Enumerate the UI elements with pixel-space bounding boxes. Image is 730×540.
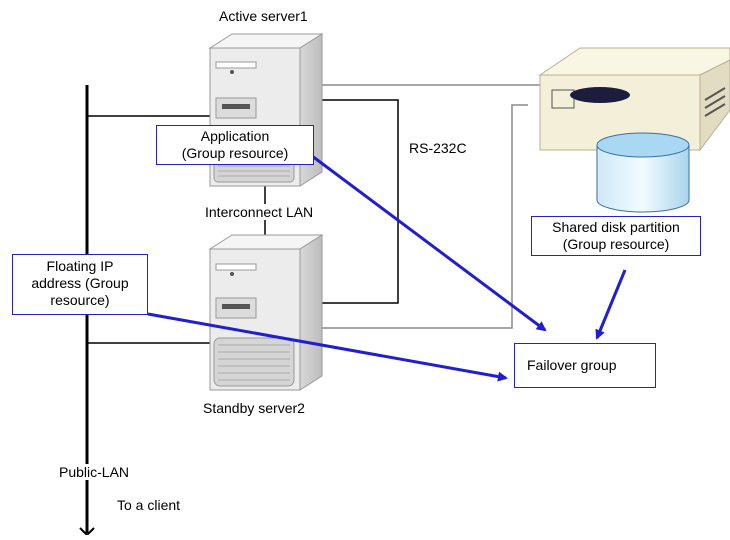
floating-ip-line-1: Floating IP — [46, 258, 114, 274]
application-line-1: Application — [200, 128, 270, 144]
shared-disk-icon — [596, 132, 690, 213]
shared-disk-line-2: (Group resource) — [562, 236, 670, 252]
rs232c-line — [322, 99, 399, 304]
interconnect-lan-label: Interconnect LAN — [203, 204, 316, 220]
standby-server-icon — [208, 234, 324, 391]
standby-server-label: Standby server2 — [203, 400, 305, 416]
failover-group-label: Failover group — [527, 357, 617, 373]
floating-ip-line-2: address (Group — [31, 275, 129, 291]
shared-disk-line-1: Shared disk partition — [552, 219, 680, 235]
failover-group-box: Failover group — [514, 343, 656, 388]
shared-disk-box: Shared disk partition (Group resource) — [531, 216, 701, 256]
to-client-label: To a client — [117, 497, 181, 513]
floating-ip-box: Floating IP address (Group resource) — [12, 254, 148, 315]
rs232c-label: RS-232C — [409, 140, 467, 156]
public-lan-label: Public-LAN — [57, 464, 132, 480]
application-box: Application (Group resource) — [156, 125, 314, 165]
floating-ip-line-3: resource) — [50, 292, 110, 308]
active-server-label: Active server1 — [219, 8, 308, 24]
storage-link-server2 — [322, 104, 528, 329]
floating-ip-arrow — [147, 312, 508, 382]
application-line-2: (Group resource) — [181, 145, 289, 161]
application-arrow — [311, 154, 547, 332]
shared-disk-arrow — [595, 269, 627, 340]
